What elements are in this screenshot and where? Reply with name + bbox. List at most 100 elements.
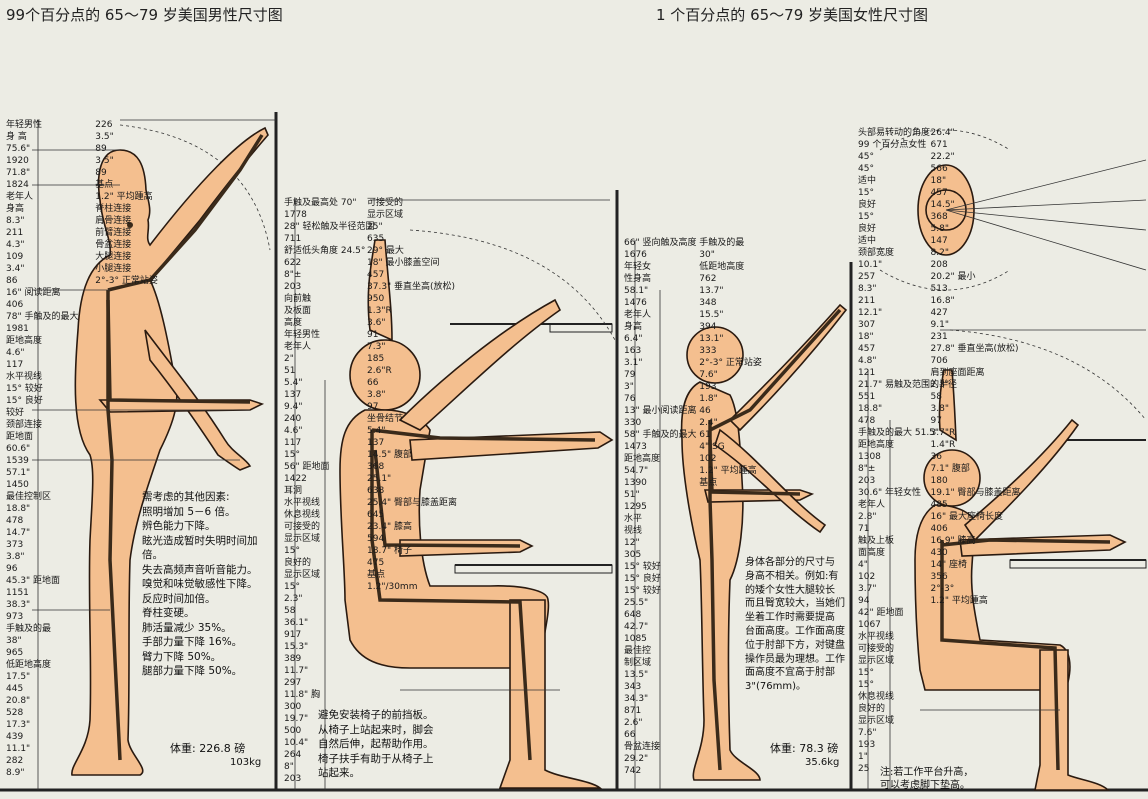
male-seated-label: 15° <box>284 450 300 460</box>
male-standing-label: 17.5" <box>6 672 30 682</box>
male-seated-label: 37.3" 垂直坐高(放松) <box>367 280 455 292</box>
female-weight: 体重: 78.3 磅 <box>770 742 839 755</box>
female-seated-label: 15° <box>858 668 874 678</box>
male-seated-label: 手触及最高处 70" <box>284 196 356 208</box>
male-standing-label: 18.8" <box>6 504 30 514</box>
male-seated-label: 25" <box>367 222 383 232</box>
female-seated-label: 211 <box>858 296 875 306</box>
male-standing-label: 老年人 <box>6 190 33 202</box>
male-standing-label: 15° 较好 <box>6 382 43 394</box>
female-seated-label: 208 <box>931 260 948 270</box>
female-seated-label: 3.7" <box>858 584 876 594</box>
male-standing-label: 439 <box>6 732 23 742</box>
male-standing-label: 89 <box>95 144 107 154</box>
dimension-lines <box>32 119 1146 791</box>
male-standing-label: 距地高度 <box>6 334 42 346</box>
male-standing-label: 水平视线 <box>6 370 42 382</box>
female-seated-label: 551 <box>858 392 875 402</box>
female-standing-label: 1390 <box>624 478 647 488</box>
female-seated-label: 20.2" 最小 <box>931 271 976 282</box>
male-seated-label: 3.8" <box>367 390 385 400</box>
male-standing-label: 17.3" <box>6 720 30 730</box>
female-standing-label: 61 <box>699 430 710 440</box>
male-standing-label: 基点 <box>95 178 113 190</box>
female-standing-label: 1473 <box>624 442 647 452</box>
male-standing-label: 1450 <box>6 480 29 490</box>
male-standing-label: 身 高 <box>6 130 27 142</box>
female-seated-label: 22.2" <box>931 152 955 162</box>
male-seated-label: 66 <box>367 378 379 388</box>
male-standing-label: 最佳控制区 <box>6 490 51 502</box>
male-standing-label: 3.4" <box>6 264 24 274</box>
male-seated-label: 15° <box>284 582 300 592</box>
female-standing-label: 305 <box>624 550 641 560</box>
male-seated-label: 14.5" 腹部 <box>367 448 412 460</box>
female-standing-label: 1476 <box>624 298 647 308</box>
female-seated-label: 休息视线 <box>858 690 894 702</box>
male-seated-label: 622 <box>284 258 301 268</box>
male-standing-label: 1151 <box>6 588 29 598</box>
male-standing-label: 1824 <box>6 180 29 190</box>
female-seated-label: 5.8" <box>931 224 949 234</box>
male-seated-label: 185 <box>367 354 384 364</box>
female-standing-label: 58" 手触及的最大 <box>624 428 696 440</box>
female-seated-label: 1067 <box>858 620 881 630</box>
female-standing-label: 1676 <box>624 250 647 260</box>
male-seated-label: 297 <box>284 678 301 688</box>
male-standing-label: 16" 阅读距离 <box>6 286 60 298</box>
female-standing-label: 66 <box>624 730 636 740</box>
male-chart-title: 99个百分点的 65～79 岁美国男性尺寸图 <box>6 6 283 24</box>
female-seated-label: 97 <box>931 416 942 426</box>
male-seated-label: 137 <box>367 438 384 448</box>
male-seated-label: 10.4" <box>284 738 308 748</box>
female-standing-label: 15° 良好 <box>624 572 661 584</box>
female-standing-label: 身高 <box>624 320 642 332</box>
male-seated-label: 300 <box>284 702 301 712</box>
female-seated-label: 2.3" <box>931 380 949 390</box>
male-standing-label: 年轻男性 <box>6 118 42 130</box>
male-seated-label: 950 <box>367 294 384 304</box>
female-seated-label: 180 <box>931 476 948 486</box>
female-seated-label: 16" 最大座椅长度 <box>931 510 1003 522</box>
female-standing-label: 15.5" <box>699 310 723 320</box>
male-standing-label: 109 <box>6 252 23 262</box>
female-seated-label: 1" <box>858 752 868 762</box>
female-seated-label: 肩到座面距离 <box>931 366 985 378</box>
male-standing-label: 117 <box>6 360 23 370</box>
male-seated-label: 25.1" <box>367 474 391 484</box>
male-seated-label: 水平视线 <box>284 496 320 508</box>
female-standing-label: 29.2" <box>624 754 648 764</box>
female-standing-label: 距地高度 <box>624 452 660 464</box>
female-seated-label: 485 <box>931 500 948 510</box>
female-seated-label: 显示区域 <box>858 714 894 726</box>
female-standing-label: 394 <box>699 322 716 332</box>
female-seated-label: 15° <box>858 680 874 690</box>
male-seated-label: 3.6" <box>367 318 385 328</box>
male-seated-label: 及板面 <box>284 304 311 316</box>
male-other-factors-note: 需考虑的其他因素: 照明增加 5－6 倍。 辨色能力下降。 眩光造成暂时失明时间… <box>142 491 258 677</box>
male-standing-label: 颈部连接 <box>6 418 42 430</box>
male-standing-label: 60.6" <box>6 444 30 454</box>
female-seated-label: 8.2" <box>931 248 949 258</box>
female-seated-label: 307 <box>858 320 875 330</box>
male-standing-label: 15° 良好 <box>6 394 43 406</box>
female-standing-label: 低距地高度 <box>699 260 744 272</box>
male-seated-label: 58 <box>284 606 296 616</box>
female-seated-label: 58 <box>931 392 943 402</box>
male-standing-label: 2°-3° 正常站姿 <box>95 274 158 286</box>
female-standing-label: 15° 较好 <box>624 560 661 572</box>
male-standing-label: 86 <box>6 276 18 286</box>
male-seated-label: 645 <box>367 510 384 520</box>
female-seated-label: 3.7"R <box>931 428 956 438</box>
female-standing-label: 2.4" <box>699 418 717 428</box>
female-seated-label: 3.8" <box>931 404 949 414</box>
female-standing-label: 7.6" <box>699 370 717 380</box>
female-seated-label: 7.1" 腹部 <box>931 462 970 474</box>
female-seated-label: 10.1" <box>858 260 882 270</box>
female-standing-label: 79 <box>624 370 636 380</box>
female-standing-label: 30" <box>699 250 715 260</box>
male-standing-label: 211 <box>6 228 23 238</box>
male-seated-label: 594 <box>367 534 384 544</box>
male-seated-label: 25.4" 臀部与膝盖距离 <box>367 496 457 508</box>
female-seated-label: 30.6" 年轻女性 <box>858 486 921 498</box>
